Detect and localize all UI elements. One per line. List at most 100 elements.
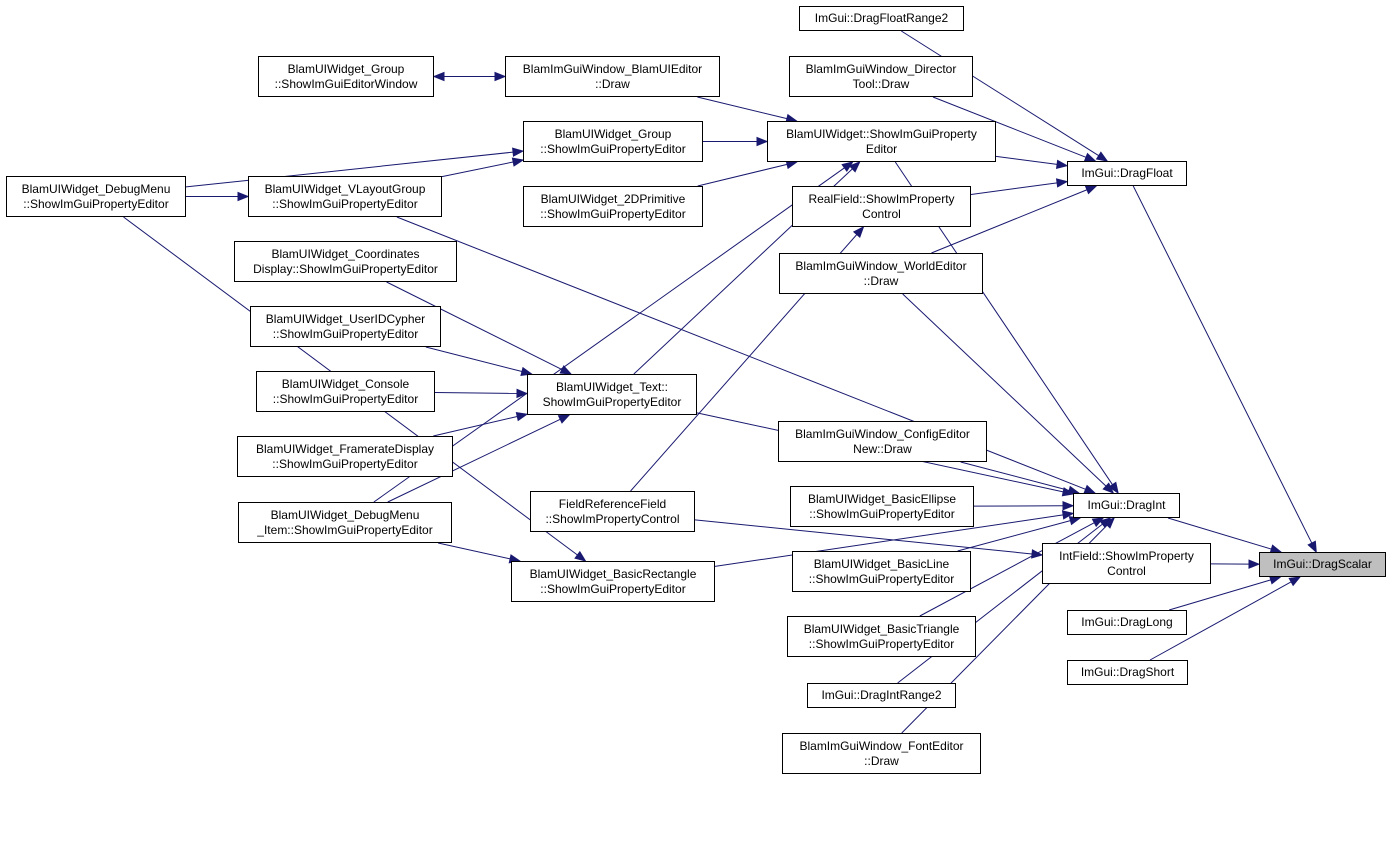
node-label-line: ::ShowImGuiPropertyEditor <box>808 636 955 651</box>
edge-debugmenu_item-to-basicrectangle <box>438 542 511 560</box>
edge-arrowhead <box>1248 559 1261 569</box>
node-label-line: BlamUIWidget_Group <box>554 126 672 141</box>
edge-realfield-to-dragfloat <box>970 182 1058 195</box>
node-basicellipse[interactable]: BlamUIWidget_BasicEllipse::ShowImGuiProp… <box>790 486 974 527</box>
node-vlayoutgroup[interactable]: BlamUIWidget_VLayoutGroup::ShowImGuiProp… <box>248 176 442 217</box>
node-label-line: BlamUIWidget_BasicLine <box>813 556 950 571</box>
node-label-line: RealField::ShowImProperty <box>808 191 955 206</box>
node-label-line: ::ShowImPropertyControl <box>545 511 680 526</box>
node-label-line: ImGui::DragInt <box>1087 498 1166 512</box>
node-text-showimguipropertyeditor[interactable]: BlamUIWidget_Text::ShowImGuiPropertyEdit… <box>527 374 697 415</box>
edge-dragint-to-dragscalar <box>1167 517 1272 550</box>
edge-arrowhead <box>559 365 573 375</box>
node-basicrectangle[interactable]: BlamUIWidget_BasicRectangle::ShowImGuiPr… <box>511 561 715 602</box>
node-imgui-dragint[interactable]: ImGui::DragInt <box>1073 493 1180 518</box>
node-group-showimguipropertyeditor[interactable]: BlamUIWidget_Group::ShowImGuiPropertyEdi… <box>523 121 703 162</box>
node-label-line: ::ShowImGuiPropertyEditor <box>540 141 686 156</box>
node-basictriangle[interactable]: BlamUIWidget_BasicTriangle::ShowImGuiPro… <box>787 616 976 657</box>
node-debugmenu[interactable]: BlamUIWidget_DebugMenu::ShowImGuiPropert… <box>6 176 186 217</box>
edge-arrowhead <box>516 388 529 399</box>
edge-configeditor-to-dragint <box>960 461 1070 491</box>
node-label-line: Editor <box>865 141 898 156</box>
node-label-line: ::ShowImGuiPropertyEditor <box>23 196 169 211</box>
edge-worldeditor-to-dragfloat <box>931 189 1088 254</box>
node-label-line: ShowImGuiPropertyEditor <box>542 394 682 409</box>
node-label-line: BlamUIWidget_2DPrimitive <box>540 191 686 206</box>
edge-fieldreference-to-intfield <box>694 519 1033 555</box>
node-label-line: ImGui::DragFloatRange2 <box>814 11 949 25</box>
node-frameratedisplay[interactable]: BlamUIWidget_FramerateDisplay::ShowImGui… <box>237 436 453 477</box>
node-blamuieditor-draw[interactable]: BlamImGuiWindow_BlamUIEditor::Draw <box>505 56 720 97</box>
node-fonteditor-draw[interactable]: BlamImGuiWindow_FontEditor::Draw <box>782 733 981 774</box>
node-label-line: BlamUIWidget_UserIDCypher <box>265 311 426 326</box>
node-label-line: ::ShowImGuiPropertyEditor <box>272 326 419 341</box>
node-debugmenu-item[interactable]: BlamUIWidget_DebugMenu_Item::ShowImGuiPr… <box>238 502 452 543</box>
node-label-line: BlamImGuiWindow_BlamUIEditor <box>522 61 703 76</box>
edge-arrowhead <box>1083 484 1097 494</box>
edge-arrowhead <box>1062 501 1075 511</box>
edge-arrowhead <box>852 225 865 239</box>
node-label-line: BlamUIWidget_Text:: <box>555 379 669 394</box>
edge-arrowhead <box>848 161 861 173</box>
node-imgui-dragintrange2[interactable]: ImGui::DragIntRange2 <box>807 683 956 708</box>
edge-arrowhead <box>511 157 525 167</box>
node-useridcypher[interactable]: BlamUIWidget_UserIDCypher::ShowImGuiProp… <box>250 306 441 347</box>
edge-coordinates-to-text_prop <box>386 281 563 370</box>
edge-basictriangle-to-dragint <box>919 522 1095 617</box>
node-label-line: ::Draw <box>864 753 899 768</box>
node-imgui-draglong[interactable]: ImGui::DragLong <box>1067 610 1187 635</box>
edge-arrowhead <box>515 411 529 422</box>
node-label-line: BlamImGuiWindow_WorldEditor <box>795 258 967 273</box>
edge-debugmenu_item-to-text_prop <box>387 418 561 503</box>
node-fieldreferencefield[interactable]: FieldReferenceField::ShowImPropertyContr… <box>530 491 695 532</box>
edge-arrowhead <box>1061 487 1075 497</box>
edge-arrowhead <box>756 136 769 147</box>
edge-arrowhead <box>1083 152 1097 162</box>
node-label-line: ::ShowImGuiPropertyEditor <box>809 506 955 521</box>
node-label-line: BlamUIWidget_Group <box>287 61 405 76</box>
node-label-line: BlamUIWidget_DebugMenu <box>21 181 171 196</box>
edge-primitive2d-to-uiwidget_show <box>697 163 788 187</box>
edge-arrowhead <box>557 414 571 424</box>
node-label-line: ::ShowImGuiEditorWindow <box>274 76 418 91</box>
edge-uiwidget_show-to-dragfloat <box>995 155 1058 165</box>
node-console[interactable]: BlamUIWidget_Console::ShowImGuiPropertyE… <box>256 371 435 412</box>
node-basicline[interactable]: BlamUIWidget_BasicLine::ShowImGuiPropert… <box>792 551 971 592</box>
node-imgui-dragfloat[interactable]: ImGui::DragFloat <box>1067 161 1187 186</box>
node-imgui-dragscalar[interactable]: ImGui::DragScalar <box>1259 552 1386 577</box>
node-label-line: BlamUIWidget_Coordinates <box>271 246 420 261</box>
edge-arrowhead <box>1055 159 1069 170</box>
edge-arrowhead <box>574 550 587 562</box>
edge-arrowhead <box>841 161 854 172</box>
edge-arrowhead <box>1061 510 1075 520</box>
node-label-line: BlamUIWidget_BasicTriangle <box>803 621 960 636</box>
node-group-showimguieditorwindow[interactable]: BlamUIWidget_Group::ShowImGuiEditorWindo… <box>258 56 434 97</box>
edge-console-to-text_prop <box>434 392 518 394</box>
node-label-line: Control <box>1107 563 1146 578</box>
edge-dragfloat-to-dragscalar <box>1132 185 1313 544</box>
node-label-line: BlamUIWidget::ShowImGuiProperty <box>786 126 977 141</box>
edge-arrowhead <box>494 71 507 82</box>
node-imgui-dragshort[interactable]: ImGui::DragShort <box>1067 660 1188 685</box>
edge-arrowhead <box>1095 151 1109 162</box>
edge-arrowhead <box>1084 185 1098 195</box>
node-imgui-dragfloatrange2[interactable]: ImGui::DragFloatRange2 <box>799 6 964 31</box>
edge-arrowhead <box>1307 540 1317 554</box>
node-label-line: Tool::Draw <box>852 76 910 91</box>
edge-arrowhead <box>1055 178 1069 188</box>
node-label-line: IntField::ShowImProperty <box>1059 548 1194 563</box>
node-2dprimitive[interactable]: BlamUIWidget_2DPrimitive::ShowImGuiPrope… <box>523 186 703 227</box>
node-label-line: BlamImGuiWindow_ConfigEditor <box>795 426 970 441</box>
edge-arrowhead <box>512 147 525 157</box>
edge-arrowhead <box>520 366 533 376</box>
node-label-line: ImGui::DragFloat <box>1081 166 1173 180</box>
edge-arrowhead <box>1103 517 1116 529</box>
node-label-line: ::ShowImGuiPropertyEditor <box>272 196 418 211</box>
node-worldeditor-draw[interactable]: BlamImGuiWindow_WorldEditor::Draw <box>779 253 983 294</box>
